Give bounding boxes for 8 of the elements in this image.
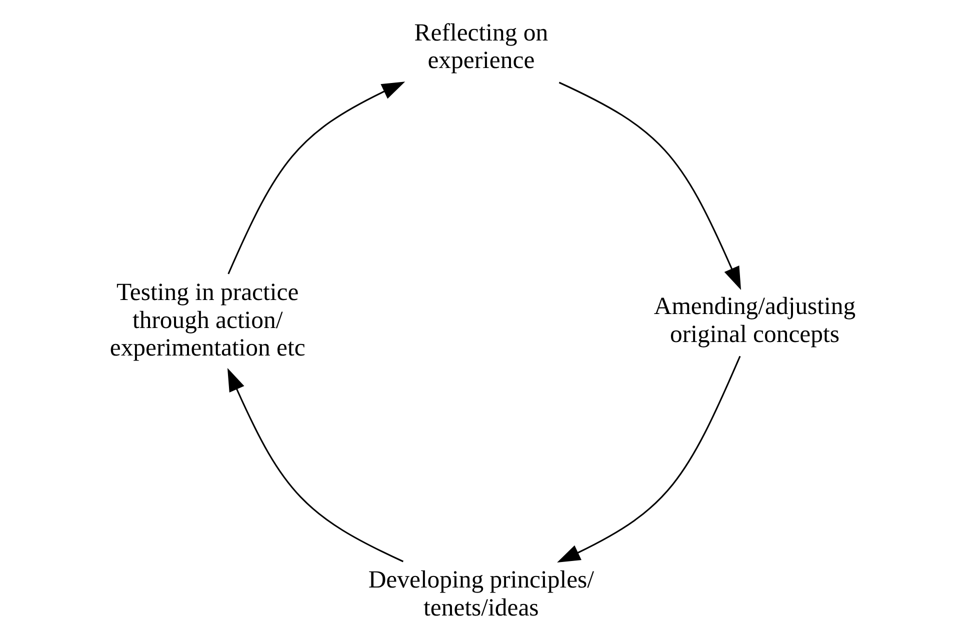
arrow: [558, 82, 741, 290]
arrow: [227, 82, 405, 274]
arrow: [226, 368, 403, 562]
node-text: Developing principles/ tenets/ideas: [368, 566, 594, 622]
node-text: Amending/adjusting original concepts: [653, 292, 856, 348]
node-text: Testing in practice through action/ experimentation etc: [109, 279, 305, 362]
node-text: Reflecting on experience: [414, 19, 548, 74]
arrow: [556, 356, 740, 563]
